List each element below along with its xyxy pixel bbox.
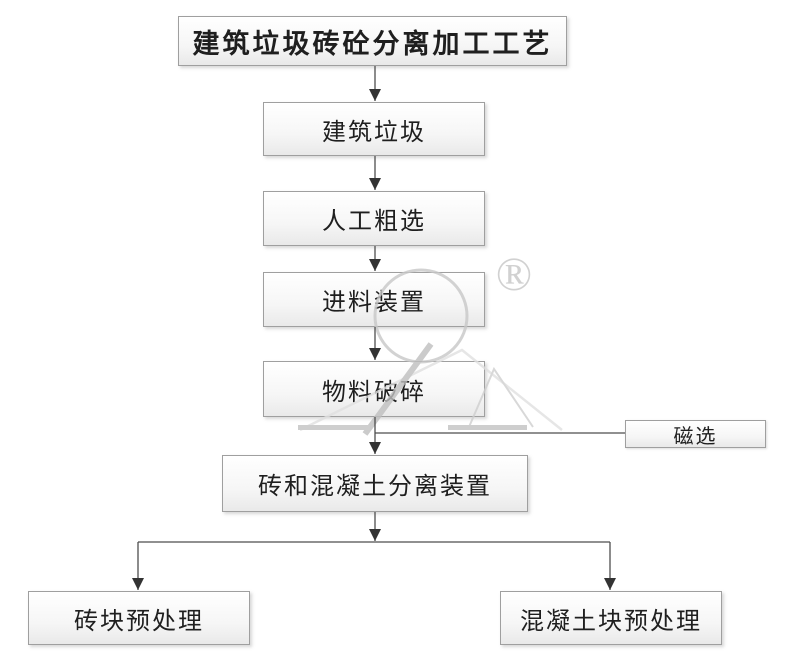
node-feeding-device: 进料装置 <box>263 272 485 327</box>
node-brick-pretreatment: 砖块预处理 <box>28 591 250 645</box>
registered-trademark-icon: ® <box>496 248 532 301</box>
node-concrete-pretreatment: 混凝土块预处理 <box>500 591 722 645</box>
node-brick-concrete-separator: 砖和混凝土分离装置 <box>222 455 528 512</box>
node-title: 建筑垃圾砖砼分离加工工艺 <box>178 16 567 66</box>
node-material-crushing: 物料破碎 <box>263 361 485 417</box>
node-construction-waste: 建筑垃圾 <box>263 102 485 156</box>
node-manual-sorting: 人工粗选 <box>263 191 485 246</box>
watermark-bar-right <box>448 425 527 430</box>
node-magnetic-separation: 磁选 <box>625 420 766 448</box>
watermark-bar-left <box>298 425 370 430</box>
